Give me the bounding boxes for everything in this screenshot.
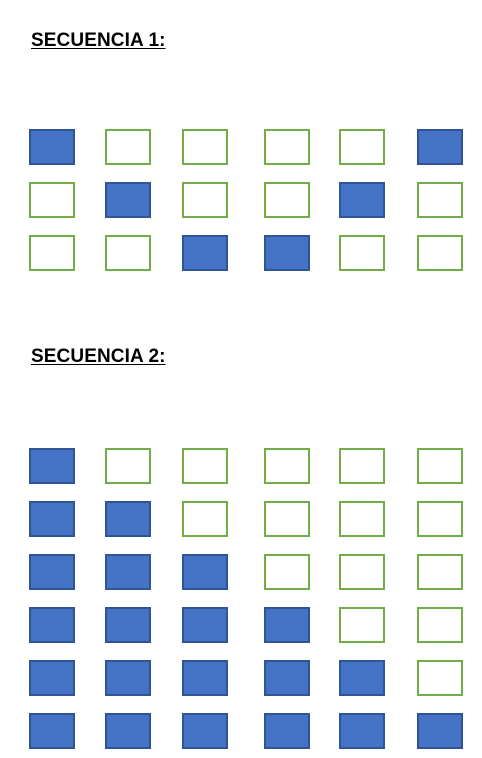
filled-square [29,448,75,484]
filled-square [417,129,463,165]
empty-square [417,660,463,696]
filled-square [105,607,151,643]
empty-square [105,448,151,484]
empty-square [29,182,75,218]
empty-square [105,235,151,271]
empty-square [339,607,385,643]
empty-square [339,554,385,590]
empty-square [417,235,463,271]
empty-square [417,607,463,643]
empty-square [417,448,463,484]
filled-square [29,713,75,749]
empty-square [264,448,310,484]
filled-square [182,713,228,749]
empty-square [182,182,228,218]
filled-square [105,713,151,749]
empty-square [182,448,228,484]
filled-square [182,235,228,271]
filled-square [29,129,75,165]
filled-square [182,607,228,643]
filled-square [182,660,228,696]
filled-square [339,713,385,749]
empty-square [339,501,385,537]
filled-square [264,235,310,271]
empty-square [264,501,310,537]
empty-square [105,129,151,165]
filled-square [105,182,151,218]
filled-square [339,660,385,696]
filled-square [105,554,151,590]
empty-square [264,129,310,165]
empty-square [417,182,463,218]
empty-square [182,501,228,537]
filled-square [264,660,310,696]
filled-square [105,660,151,696]
sequence-2-title: SECUENCIA 2: [31,346,166,367]
filled-square [417,713,463,749]
filled-square [182,554,228,590]
filled-square [29,607,75,643]
filled-square [105,501,151,537]
empty-square [264,182,310,218]
filled-square [339,182,385,218]
filled-square [29,660,75,696]
empty-square [339,448,385,484]
filled-square [264,607,310,643]
empty-square [29,235,75,271]
filled-square [29,554,75,590]
empty-square [264,554,310,590]
empty-square [417,554,463,590]
empty-square [339,235,385,271]
empty-square [417,501,463,537]
empty-square [339,129,385,165]
filled-square [29,501,75,537]
empty-square [182,129,228,165]
filled-square [264,713,310,749]
sequence-1-title: SECUENCIA 1: [31,30,166,51]
